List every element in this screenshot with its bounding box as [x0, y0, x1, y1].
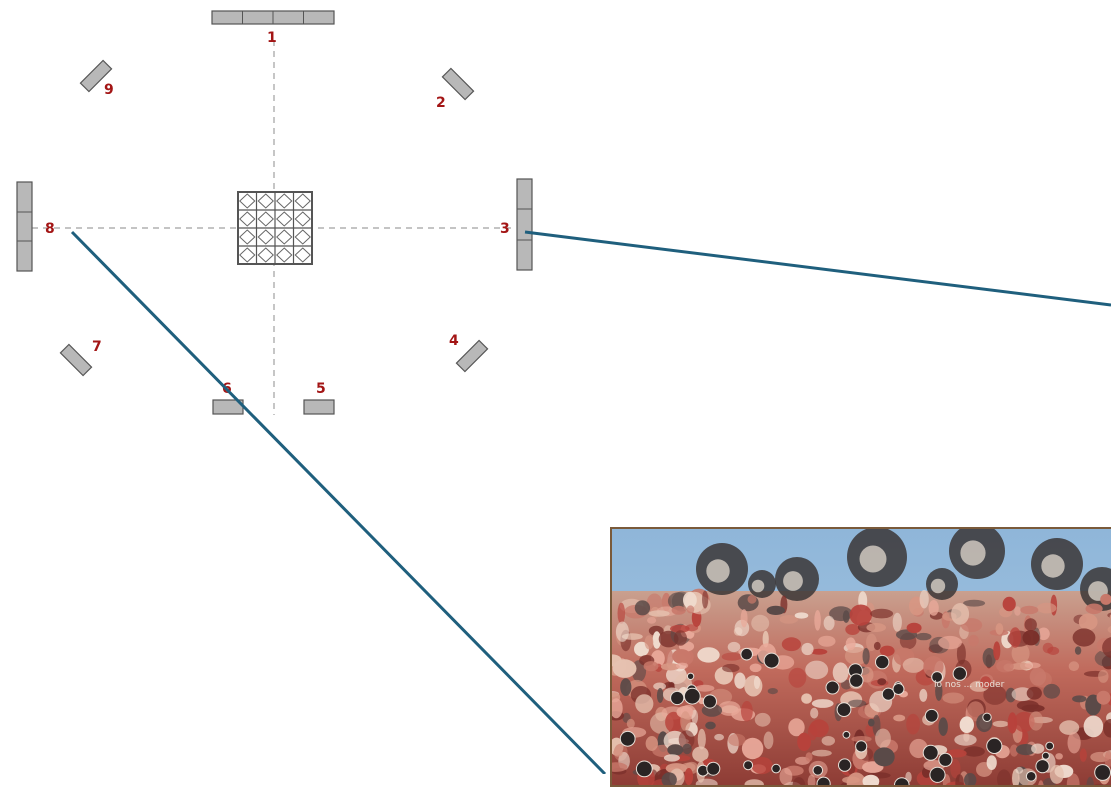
connector-line-8: [72, 232, 605, 774]
panel-3: [517, 179, 532, 270]
panel-2: [442, 68, 473, 99]
label-5: 5: [316, 381, 326, 397]
label-8: 8: [45, 221, 55, 237]
panel-4: [456, 340, 487, 371]
crowd-painting: lo nos ... moder: [612, 529, 1111, 787]
label-7: 7: [92, 339, 102, 355]
panel-7: [60, 344, 91, 375]
panel-1: [212, 11, 334, 24]
painting-inscription: lo nos ... moder: [934, 680, 1005, 690]
label-9: 9: [104, 82, 114, 98]
panel-5: [304, 400, 334, 414]
central-grid-sculpture: [238, 192, 312, 264]
label-4: 4: [449, 333, 459, 349]
label-2: 2: [436, 95, 446, 111]
panel-8: [17, 182, 32, 271]
painting-image: lo nos ... moder: [610, 527, 1111, 787]
connector-line-3: [525, 232, 1111, 305]
label-3: 3: [500, 221, 510, 237]
label-1: 1: [267, 30, 277, 46]
